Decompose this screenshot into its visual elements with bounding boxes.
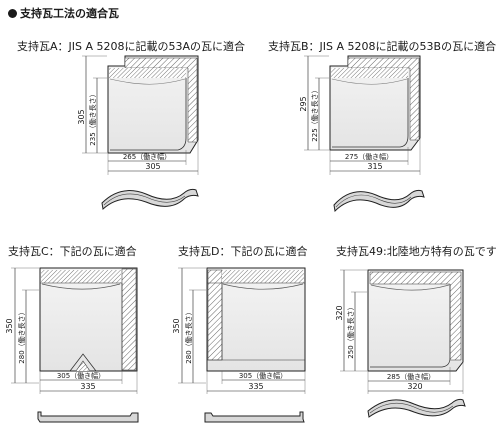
tile-d-height-working: 280（働き長さ） <box>184 308 193 363</box>
caption-tile-a: 支持瓦A：JIS A 5208に記載の53Aの瓦に適合 <box>17 40 246 53</box>
tile-a-width-working: 265（働き幅） <box>123 152 171 161</box>
tile-d-height-total: 350 <box>172 318 181 333</box>
tile-a-height-working: 235（働き長さ） <box>88 90 97 145</box>
tile-a-height-total: 305 <box>77 109 86 124</box>
caption-tile-b: 支持瓦B：JIS A 5208に記載の53Bの瓦に適合 <box>268 40 497 53</box>
tile-b-width-total: 315 <box>367 162 382 171</box>
tile-49-width-total: 320 <box>407 382 422 391</box>
tile-a-drawing: 305 235（働き長さ） 265（働き幅） 305 <box>77 55 199 210</box>
tile-c-width-working: 305（働き幅） <box>57 371 105 380</box>
tile-b-width-working: 275（働き幅） <box>345 152 393 161</box>
caption-tile-d: 支持瓦D：下記の瓦に適合 <box>178 245 308 258</box>
tile-c-drawing: 350 280（働き長さ） 305（働き幅） 335 <box>5 267 139 423</box>
tile-b-height-total: 295 <box>299 96 308 111</box>
tile-d-width-total: 335 <box>248 382 263 391</box>
caption-tile-c: 支持瓦C：下記の瓦に適合 <box>8 245 137 258</box>
tile-d-width-working: 305（働き幅） <box>239 371 287 380</box>
tile-49-drawing: 320 250（働き長さ） 285（働き幅） 320 <box>335 269 466 418</box>
tile-49-height-total: 320 <box>335 305 344 320</box>
tile-49-width-working: 285（働き幅） <box>387 372 435 381</box>
tile-b-drawing: 295 225（働き長さ） 275（働き幅） 315 <box>299 55 425 213</box>
tile-b-height-working: 225（働き長さ） <box>310 86 319 141</box>
tile-d-drawing: 350 280（働き長さ） 305（働き幅） 335 <box>172 267 306 423</box>
tile-c-width-total: 335 <box>80 382 95 391</box>
page-heading: 支持瓦工法の適合瓦 <box>8 5 119 21</box>
page-heading-text: 支持瓦工法の適合瓦 <box>20 7 119 20</box>
tile-49-height-working: 250（働き長さ） <box>346 303 355 358</box>
tile-a-width-total: 305 <box>145 162 160 171</box>
caption-tile-49: 支持瓦49:北陸地方特有の瓦です <box>336 245 497 258</box>
bullet-dot-icon <box>8 9 17 18</box>
tile-c-height-working: 280（働き長さ） <box>17 308 26 363</box>
tile-c-height-total: 350 <box>5 318 14 333</box>
